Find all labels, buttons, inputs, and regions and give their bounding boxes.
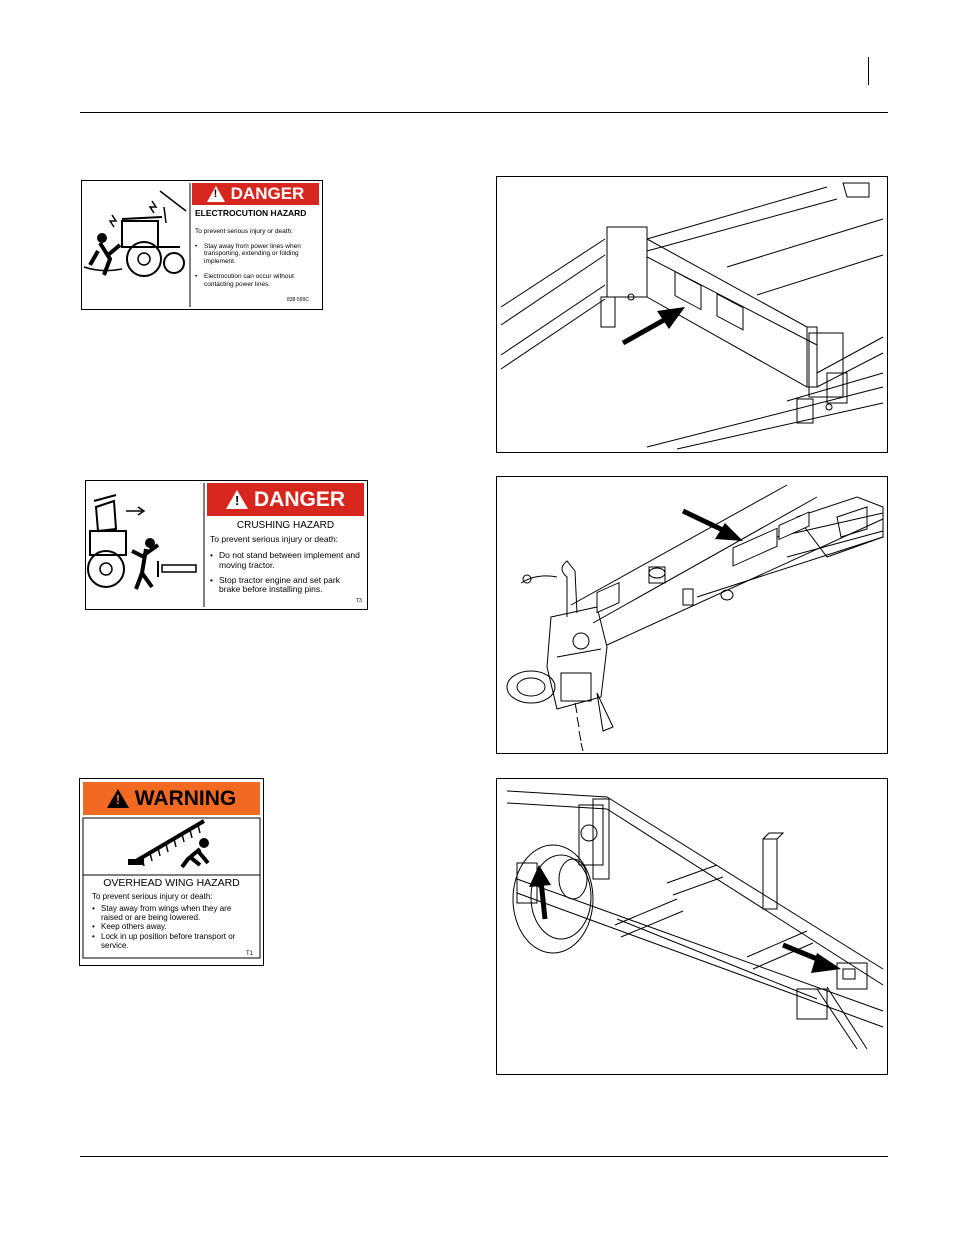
- crushing-danger-header: ! DANGER: [207, 483, 364, 516]
- overhead-wing-hazard-decal: ! WARNING OVERHEAD WING HAZARD To preven…: [79, 778, 264, 966]
- crushing-signal-word: DANGER: [253, 487, 345, 511]
- electrocution-intro: To prevent serious injury or death:: [195, 228, 293, 235]
- wing-intro: To prevent serious injury or death:: [92, 892, 213, 901]
- footer-rule: [80, 1156, 888, 1157]
- electrocution-bullet: Electrocution can occur without contacti…: [195, 273, 319, 288]
- crushing-bullet: Do not stand between implement and movin…: [210, 550, 362, 571]
- electrocution-bullets: Stay away from power lines when transpor…: [195, 243, 319, 288]
- alert-triangle-icon: !: [106, 789, 129, 808]
- crushing-decal-code: T3: [356, 598, 362, 604]
- wing-frame-drawing: [506, 790, 884, 1050]
- alert-triangle-icon: !: [225, 490, 248, 509]
- hitch-tongue-figure: [496, 476, 888, 754]
- alert-triangle-icon: !: [206, 186, 225, 202]
- crushing-intro: To prevent serious injury or death:: [210, 534, 339, 544]
- wing-bullet: Stay away from wings when they are raise…: [92, 904, 254, 922]
- crushing-bullets: Do not stand between implement and movin…: [210, 550, 362, 596]
- wing-frame-figure: [496, 778, 888, 1075]
- crushing-hazard-title: CRUSHING HAZARD: [236, 520, 335, 531]
- electrocution-hazard-title: ELECTROCUTION HAZARD: [195, 208, 307, 218]
- wing-bullet: Keep others away.: [92, 922, 254, 931]
- overhead-wing-pictogram: [82, 817, 261, 959]
- center-frame-drawing: [500, 182, 884, 450]
- electrocution-decal-code: 838-599C: [287, 297, 309, 303]
- wing-decal-code: T1: [246, 951, 254, 957]
- electrocution-danger-header: ! DANGER: [192, 183, 319, 205]
- crushing-bullet: Stop tractor engine and set park brake b…: [210, 575, 362, 596]
- wing-bullet: Lock in up position before transport or …: [92, 932, 254, 950]
- wing-bullets: Stay away from wings when they are raise…: [92, 904, 254, 950]
- electrocution-hazard-decal: ! DANGER ELECTROCUTION HAZARD To prevent…: [81, 180, 323, 310]
- electrocution-bullet: Stay away from power lines when transpor…: [195, 243, 319, 265]
- header-vertical-rule: [868, 57, 869, 85]
- frame-center-figure: [496, 176, 888, 453]
- wing-warning-header: ! WARNING: [83, 782, 260, 815]
- header-rule: [80, 112, 888, 113]
- crushing-pictogram: [87, 483, 205, 607]
- wing-signal-word: WARNING: [134, 786, 237, 810]
- wing-hazard-title: OVERHEAD WING HAZARD: [103, 877, 240, 889]
- tractor-power-line-pictogram: [83, 183, 191, 307]
- crushing-hazard-decal: ! DANGER CRUSHING HAZARD To prevent seri…: [85, 480, 368, 610]
- hitch-tongue-drawing: [506, 484, 884, 752]
- electrocution-signal-word: DANGER: [230, 184, 305, 203]
